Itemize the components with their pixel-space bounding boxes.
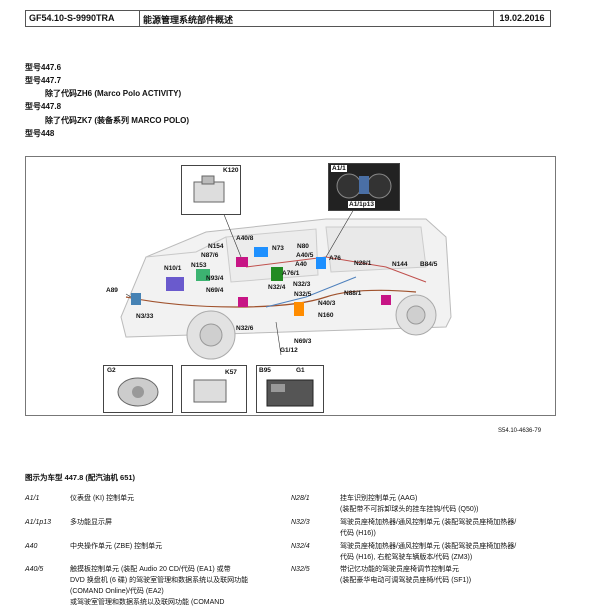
- vehicle-illustration: [120, 196, 452, 360]
- k120-inset: [181, 165, 241, 215]
- model-line: 型号447.8: [25, 102, 62, 111]
- callout-n323: N32/3: [293, 281, 311, 288]
- callout-n881: N88/1: [344, 290, 362, 297]
- callout-n693: N69/3: [294, 338, 312, 345]
- callout-a761: A76/1: [282, 270, 300, 277]
- legend-code: N32/5: [291, 566, 310, 573]
- callout-a76: A76: [329, 255, 341, 262]
- legend-desc: 代码 (H16)): [340, 530, 376, 537]
- callout-n144: N144: [392, 261, 408, 268]
- callout-a40: A40: [295, 261, 307, 268]
- callout-n694: N69/4: [206, 287, 224, 294]
- callout-b845: B84/5: [420, 261, 438, 268]
- legend-desc: 挂车识别控制单元 (AAG): [340, 495, 418, 502]
- document-header: GF54.10-S-9990TRA 能源管理系统部件概述 19.02.2016: [25, 10, 551, 27]
- callout-k57: K57: [225, 369, 237, 376]
- callout-n160: N160: [318, 312, 334, 319]
- callout-n333: N3/33: [136, 313, 154, 320]
- callout-n876: N87/6: [201, 252, 219, 259]
- callout-k120: K120: [223, 167, 239, 174]
- callout-n73: N73: [272, 245, 284, 252]
- callout-a405: A40/5: [296, 252, 314, 259]
- doc-date: 19.02.2016: [499, 13, 545, 23]
- model-exception: 除了代码ZK7 (装备系列 MARCO POLO): [45, 116, 189, 125]
- legend-code: N28/1: [291, 495, 310, 502]
- figure-reference: S54.10-4636-79: [498, 428, 542, 434]
- legend-desc: (装配带不可拆卸球头的挂车挂钩/代码 (Q50)): [340, 506, 479, 513]
- callout-n326: N32/6: [236, 325, 254, 332]
- model-line: 型号447.6: [25, 63, 62, 72]
- callout-a408: A40/8: [236, 235, 254, 242]
- legend-code: A1/1: [25, 495, 40, 502]
- model-line: 型号448: [25, 129, 55, 138]
- legend-desc: 驾驶员座椅加热器/通风控制单元 (装配驾驶员座椅加热器/: [340, 543, 517, 550]
- legend-desc: 多功能显示屏: [70, 519, 112, 526]
- callout-n154: N154: [208, 243, 224, 250]
- doc-id: GF54.10-S-9990TRA: [26, 11, 140, 26]
- callout-n934: N93/4: [206, 275, 224, 282]
- legend-code: A40/5: [25, 566, 44, 573]
- callout-n80: N80: [297, 243, 309, 250]
- callout-n325: N32/5: [294, 291, 312, 298]
- callout-n281: N28/1: [354, 260, 372, 267]
- callout-a89: A89: [106, 287, 118, 294]
- legend-code: N32/4: [291, 543, 310, 550]
- legend-desc: 仪表盘 (KI) 控制单元: [70, 495, 135, 502]
- legend-desc: (装配豪华电动可调驾驶员座椅/代码 (SF1)): [340, 577, 472, 584]
- component-overview-figure: K120 A1/1 A1/1p13 A40/8 N154 N87/6 N153 …: [25, 156, 556, 416]
- callout-a11: A1/1: [331, 165, 347, 172]
- k57-inset: [181, 365, 247, 413]
- g2-inset: [103, 365, 173, 413]
- legend-code: A40: [25, 543, 38, 550]
- callout-g2: G2: [107, 367, 116, 374]
- callout-g1112: G1/12: [280, 347, 298, 354]
- legend-desc: 或驾驶室管理和数据系统以及联网功能 (COMAND: [70, 599, 225, 606]
- callout-n403: N40/3: [318, 300, 336, 307]
- doc-title: 能源管理系统部件概述: [140, 11, 494, 26]
- callout-g1: G1: [296, 367, 305, 374]
- legend-desc: 代码 (H16), 右舵驾驶车辆版本/代码 (ZM3)): [340, 554, 473, 561]
- legend-desc: 中央操作单元 (ZBE) 控制单元: [70, 543, 163, 550]
- legend-desc: 触摸板控制单元 (装配 Audio 20 CD/代码 (EA1) 或带: [70, 566, 231, 573]
- legend-desc: 带记忆功能的驾驶员座椅调节控制单元: [340, 566, 459, 573]
- legend-desc: (COMAND Online)/代码 (EA2): [70, 588, 164, 595]
- callout-b95: B95: [259, 367, 271, 374]
- section-title: 图示为车型 447.8 (配汽油机 651): [25, 473, 136, 482]
- callout-n101: N10/1: [164, 265, 182, 272]
- model-line: 型号447.7: [25, 76, 62, 85]
- legend-desc: 驾驶员座椅加热器/通风控制单元 (装配驾驶员座椅加热器/: [340, 519, 517, 526]
- legend-code: A1/1p13: [25, 519, 52, 526]
- callout-a11p13: A1/1p13: [348, 201, 375, 208]
- legend-desc: DVD 换盘机 (6 碟) 的驾驶室管理和数据系统以及联网功能: [70, 577, 249, 584]
- callout-n324: N32/4: [268, 284, 286, 291]
- legend-code: N32/3: [291, 519, 310, 526]
- model-exception: 除了代码ZH6 (Marco Polo ACTIVITY): [45, 89, 182, 98]
- callout-n153: N153: [191, 262, 207, 269]
